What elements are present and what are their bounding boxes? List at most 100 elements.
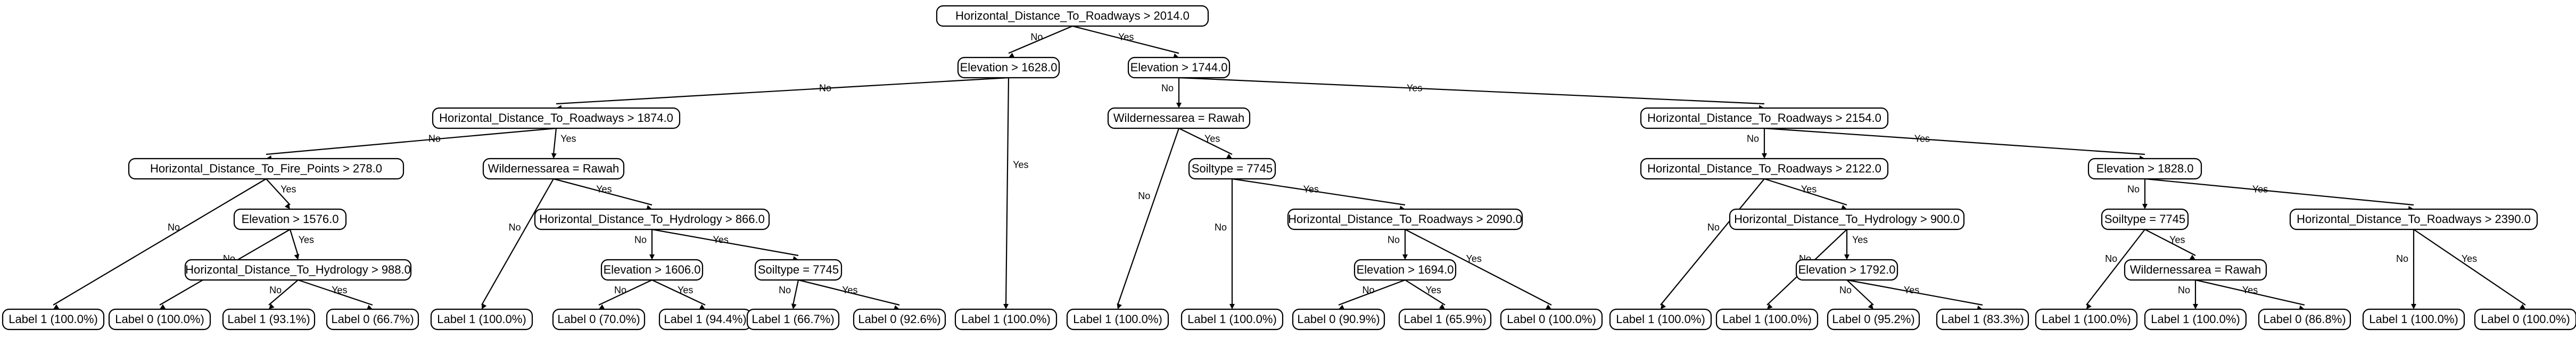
edge-label-yes: Yes [596,184,612,195]
edge-label-no: No [1839,285,1852,295]
arrow-head-icon [1009,53,1015,58]
leaf-node: Label 1 (66.7%) [746,308,840,331]
edge-label-no: No [2127,184,2140,195]
leaf-label: Label 1 (100.0%) [9,312,98,326]
tree-edge: Yes [1844,229,1868,260]
leaf-label: Label 0 (90.9%) [1297,312,1380,326]
tree-edge: Yes [1764,178,1847,210]
split-condition: Soiltype = 7745 [2104,212,2185,226]
arrow-head-icon [2411,304,2416,309]
tree-edge: No [2086,229,2145,309]
edge-label-no: No [614,285,626,295]
tree-edge: No [268,279,299,309]
arrow-head-icon [2086,303,2092,309]
arrow-head-icon [791,303,797,309]
decision-node: Elevation > 1606.0 [600,259,704,281]
edge-label-yes: Yes [299,235,314,245]
arrow-head-icon [1661,303,1666,309]
edge-label-no: No [1747,134,1759,144]
tree-edge: Yes [1405,229,1552,309]
leaf-label: Label 1 (100.0%) [1722,312,1812,326]
arrow-head-icon [1117,303,1122,309]
edge-line [1846,279,1874,306]
edge-line [2086,229,2145,306]
node-box [534,208,770,230]
split-condition: Wildernessarea = Rawah [488,162,619,175]
tree-edge: Yes [289,229,314,260]
node-box [1188,158,1276,180]
split-condition: Elevation > 1792.0 [1798,263,1896,276]
decision-node: Elevation > 1576.0 [233,208,347,230]
split-condition: Elevation > 1576.0 [242,212,339,226]
edge-line [1405,279,1446,306]
tree-edge: No [1117,128,1180,309]
edge-label-no: No [1707,222,1720,233]
edge-label-no: No [1030,31,1043,42]
node-box [222,308,316,331]
split-condition: Soiltype = 7745 [758,263,839,276]
decision-node: Wildernessarea = Rawah [482,158,625,180]
node-box [754,259,843,281]
arrow-head-icon [284,203,290,209]
arrow-head-icon [599,304,605,309]
tree-edge: Yes [1178,128,1233,159]
node-box [128,158,404,180]
split-condition: Horizontal_Distance_To_Roadways > 2122.0 [1647,162,1881,175]
edge-line [2144,229,2196,256]
tree-edge: No [1338,279,1406,310]
arrow-head-icon [482,303,487,309]
node-box [2087,158,2202,180]
leaf-label: Label 1 (100.0%) [2151,312,2240,326]
edge-line [1764,127,2145,155]
edge-label-yes: Yes [1426,285,1441,295]
tree-edge: Yes [553,178,653,210]
tree-edge: Yes [551,128,576,159]
arrow-head-icon [1176,103,1182,108]
tree-edge: No [1660,178,1765,309]
tree-edge: Yes [1764,127,2145,161]
decision-node: Horizontal_Distance_To_Roadways > 2090.0 [1287,208,1523,230]
tree-edge: Yes [651,279,706,309]
leaf-node: Label 1 (100.0%) [954,308,1058,331]
node-box [1827,308,1920,331]
edge-label-no: No [779,285,791,295]
tree-edge: No [2396,229,2416,309]
tree-edge: Yes [798,279,900,311]
edge-label-yes: Yes [1013,159,1028,170]
tree-edge: Yes [2413,229,2526,309]
arrow-head-icon [1226,153,1232,159]
leaf-node: Label 1 (100.0%) [2362,308,2465,331]
node-box [2101,208,2189,230]
node-box [1292,308,1385,331]
node-box [1398,308,1492,331]
leaf-node: Label 1 (83.3%) [1936,308,2029,331]
arrow-head-icon [1840,204,1847,210]
node-box [1640,107,1889,129]
leaf-label: Label 1 (94.4%) [664,312,746,326]
node-box [108,308,211,331]
node-box [2258,308,2351,331]
leaf-label: Label 1 (100.0%) [1073,312,1162,326]
node-box [2474,308,2576,331]
tree-edge: No [481,178,554,309]
split-condition: Wildernessarea = Rawah [2130,263,2261,276]
tree-edge: No [1747,128,1767,159]
node-box [184,259,412,281]
edge-line [481,178,554,306]
edge-label-no: No [1388,235,1400,245]
leaf-node: Label 0 (100.0%) [108,308,211,331]
leaf-label: Label 0 (95.2%) [1832,312,1914,326]
leaf-label: Label 0 (86.8%) [2263,312,2346,326]
arrow-head-icon [1339,304,1345,310]
edge-label-no: No [509,222,521,233]
leaf-label: Label 1 (100.0%) [2042,312,2131,326]
decision-node: Soiltype = 7745 [754,259,843,281]
node-box [1287,208,1523,230]
leaf-label: Label 0 (100.0%) [115,312,204,326]
edge-line [268,279,299,306]
arrow-head-icon [1545,304,1551,309]
edge-label-yes: Yes [1118,31,1134,42]
tree-edge: No [1388,229,1408,260]
edge-label-no: No [428,134,441,144]
